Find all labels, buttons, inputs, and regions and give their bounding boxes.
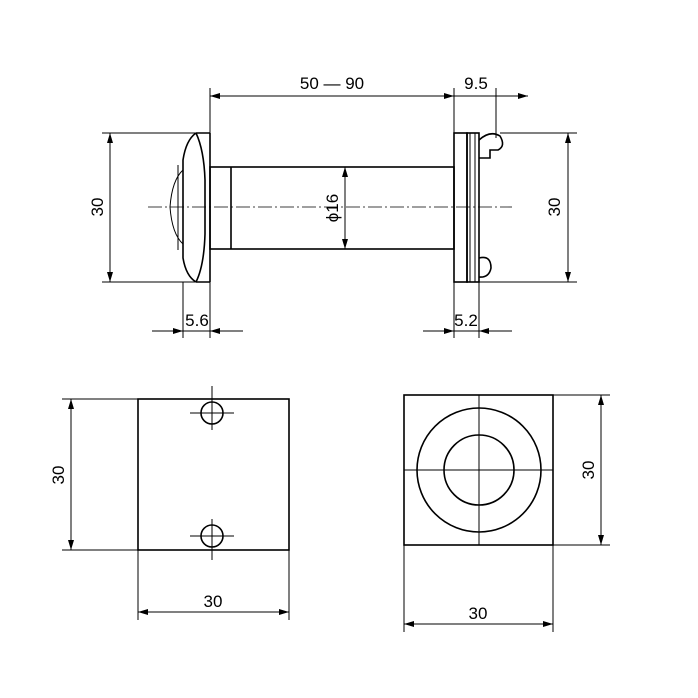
dim-right-flange-thickness: 5.2 <box>423 282 512 338</box>
left-flange <box>169 132 211 283</box>
dim-length: 50 — 90 <box>209 74 455 133</box>
dim-front-height: 30 <box>553 394 610 546</box>
dim-length-label: 50 — 90 <box>300 74 364 93</box>
dim-left-flange-thickness: 5.6 <box>152 282 243 338</box>
front-view: 30 30 <box>403 394 610 632</box>
dim-left-flange-thickness-label: 5.6 <box>185 311 209 330</box>
dim-height-left: 30 <box>88 132 196 283</box>
dim-tube-diameter: ϕ16 <box>323 167 348 249</box>
dim-front-width-label: 30 <box>469 604 488 623</box>
dim-height-right-label: 30 <box>545 198 564 217</box>
dim-height-left-label: 30 <box>88 198 107 217</box>
dim-height-right: 30 <box>479 132 577 283</box>
dim-tube-diameter-label: ϕ16 <box>323 194 342 222</box>
dim-flange-offset: 9.5 <box>454 74 528 138</box>
dim-back-height-label: 30 <box>49 466 68 485</box>
right-flange <box>453 132 504 283</box>
screw-hole-top <box>190 386 234 430</box>
dim-front-height-label: 30 <box>579 461 598 480</box>
back-plate <box>137 398 290 551</box>
dim-back-height: 30 <box>49 398 138 551</box>
dim-right-flange-thickness-label: 5.2 <box>454 311 478 330</box>
dim-back-width: 30 <box>137 550 290 620</box>
dim-front-width: 30 <box>403 545 554 632</box>
side-view: 50 — 90 9.5 30 30 ϕ16 <box>88 74 577 338</box>
screw-hole-bottom <box>190 519 234 560</box>
dim-back-width-label: 30 <box>204 592 223 611</box>
dim-flange-offset-label: 9.5 <box>464 74 488 93</box>
back-view: 30 30 <box>49 386 290 620</box>
